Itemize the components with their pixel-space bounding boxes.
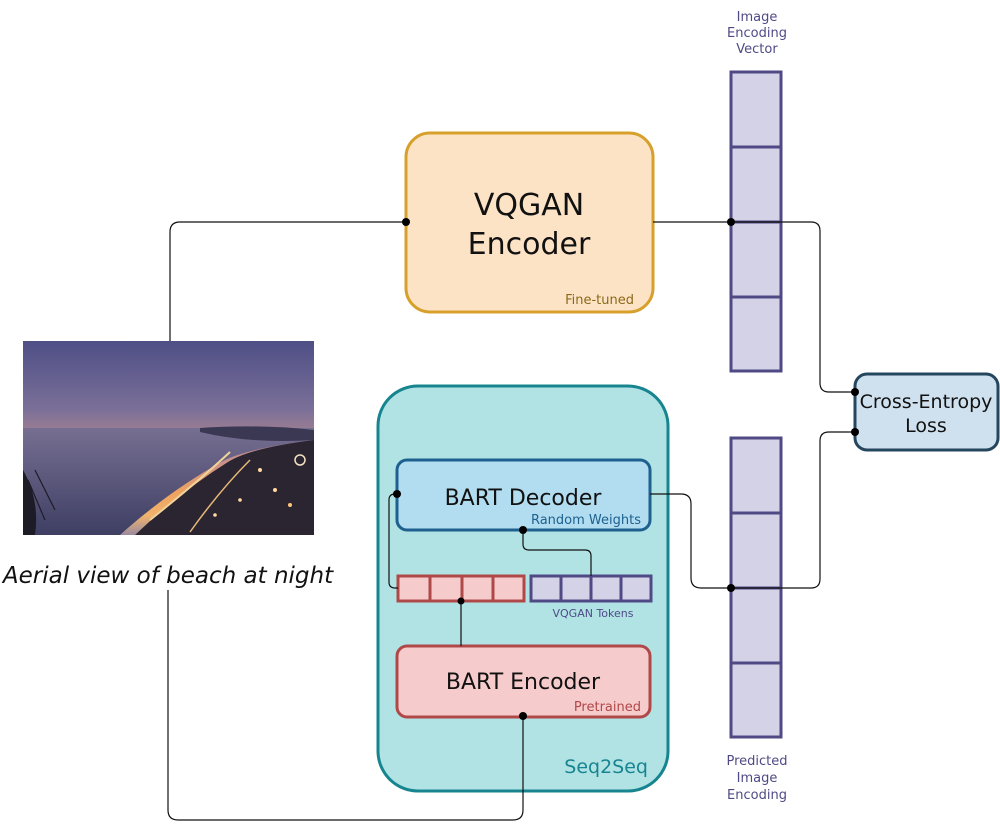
vqgan-token xyxy=(619,574,653,603)
wire-vector-to-loss xyxy=(731,221,855,393)
wire-decoder-to-predicted xyxy=(650,493,731,589)
vector-cell xyxy=(729,70,783,149)
caption-token xyxy=(491,574,526,603)
bart-encoder-title: BART Encoder xyxy=(446,670,601,695)
connector-dots xyxy=(393,218,859,720)
vqgan-encoder-tag: Fine-tuned xyxy=(565,293,634,308)
predicted-encoding-label-line2: Image xyxy=(737,771,778,786)
junction-dot xyxy=(519,526,527,534)
vector-cell xyxy=(729,436,783,515)
vqgan-tokens xyxy=(529,574,653,603)
cross-entropy-loss-block: Cross-Entropy Loss xyxy=(853,372,1000,452)
vqgan-encoder-title-line1: VQGAN xyxy=(474,188,584,223)
image-encoding-vector-label-line1: Image xyxy=(737,10,778,25)
cross-entropy-loss-title-line2: Loss xyxy=(905,415,947,437)
junction-dot xyxy=(851,428,859,436)
vector-cell xyxy=(729,145,783,224)
cross-entropy-loss-title-line1: Cross-Entropy xyxy=(860,391,993,413)
caption-token xyxy=(460,574,495,603)
wire-photo-to-vqgan xyxy=(169,221,406,341)
vqgan-encoder-block: VQGAN Encoder Fine-tuned xyxy=(404,131,655,314)
vector-cell xyxy=(729,220,783,299)
vector-cell xyxy=(729,511,783,590)
wire-predicted-to-loss xyxy=(731,431,855,589)
predicted-image-encoding-vector xyxy=(729,436,783,739)
junction-dot xyxy=(851,388,859,396)
vqgan-token xyxy=(529,574,563,603)
predicted-encoding-label-line3: Encoding xyxy=(727,788,787,803)
seq2seq-block: Seq2Seq BART Decoder Random Weights VQGA… xyxy=(376,384,670,793)
bart-decoder-title: BART Decoder xyxy=(445,486,603,511)
junction-dot xyxy=(402,218,410,226)
junction-dot xyxy=(727,218,735,226)
vector-cell xyxy=(729,586,783,665)
aerial-beach-photo xyxy=(23,341,314,535)
vqgan-encoder-title-line2: Encoder xyxy=(468,227,591,262)
junction-dot xyxy=(457,597,465,605)
connector-wires xyxy=(167,221,855,821)
vector-cell xyxy=(729,295,783,373)
junction-dot xyxy=(393,490,401,498)
junction-dot xyxy=(519,712,527,720)
caption-token xyxy=(428,574,464,603)
seq2seq-label: Seq2Seq xyxy=(564,756,648,778)
junction-dot xyxy=(727,584,735,592)
bart-decoder-tag: Random Weights xyxy=(531,513,641,528)
wire-caption-to-encoder xyxy=(167,590,524,821)
bart-encoder-tag: Pretrained xyxy=(574,700,641,715)
caption-tokens xyxy=(396,574,526,603)
caption-token xyxy=(396,574,432,603)
vqgan-token xyxy=(589,574,623,603)
predicted-encoding-label-line1: Predicted xyxy=(726,754,787,769)
image-caption: Aerial view of beach at night xyxy=(1,563,334,589)
vqgan-token xyxy=(559,574,593,603)
vqgan-tokens-label: VQGAN Tokens xyxy=(553,607,634,620)
cross-entropy-loss-box xyxy=(853,372,1000,452)
wire-vqgan-tokens-to-decoder xyxy=(522,530,592,576)
image-encoding-vector-label-line2: Encoding xyxy=(727,26,787,41)
image-encoding-vector-label-line3: Vector xyxy=(736,42,778,57)
wire-tokens-to-decoder xyxy=(388,493,398,589)
vector-cell xyxy=(729,661,783,739)
